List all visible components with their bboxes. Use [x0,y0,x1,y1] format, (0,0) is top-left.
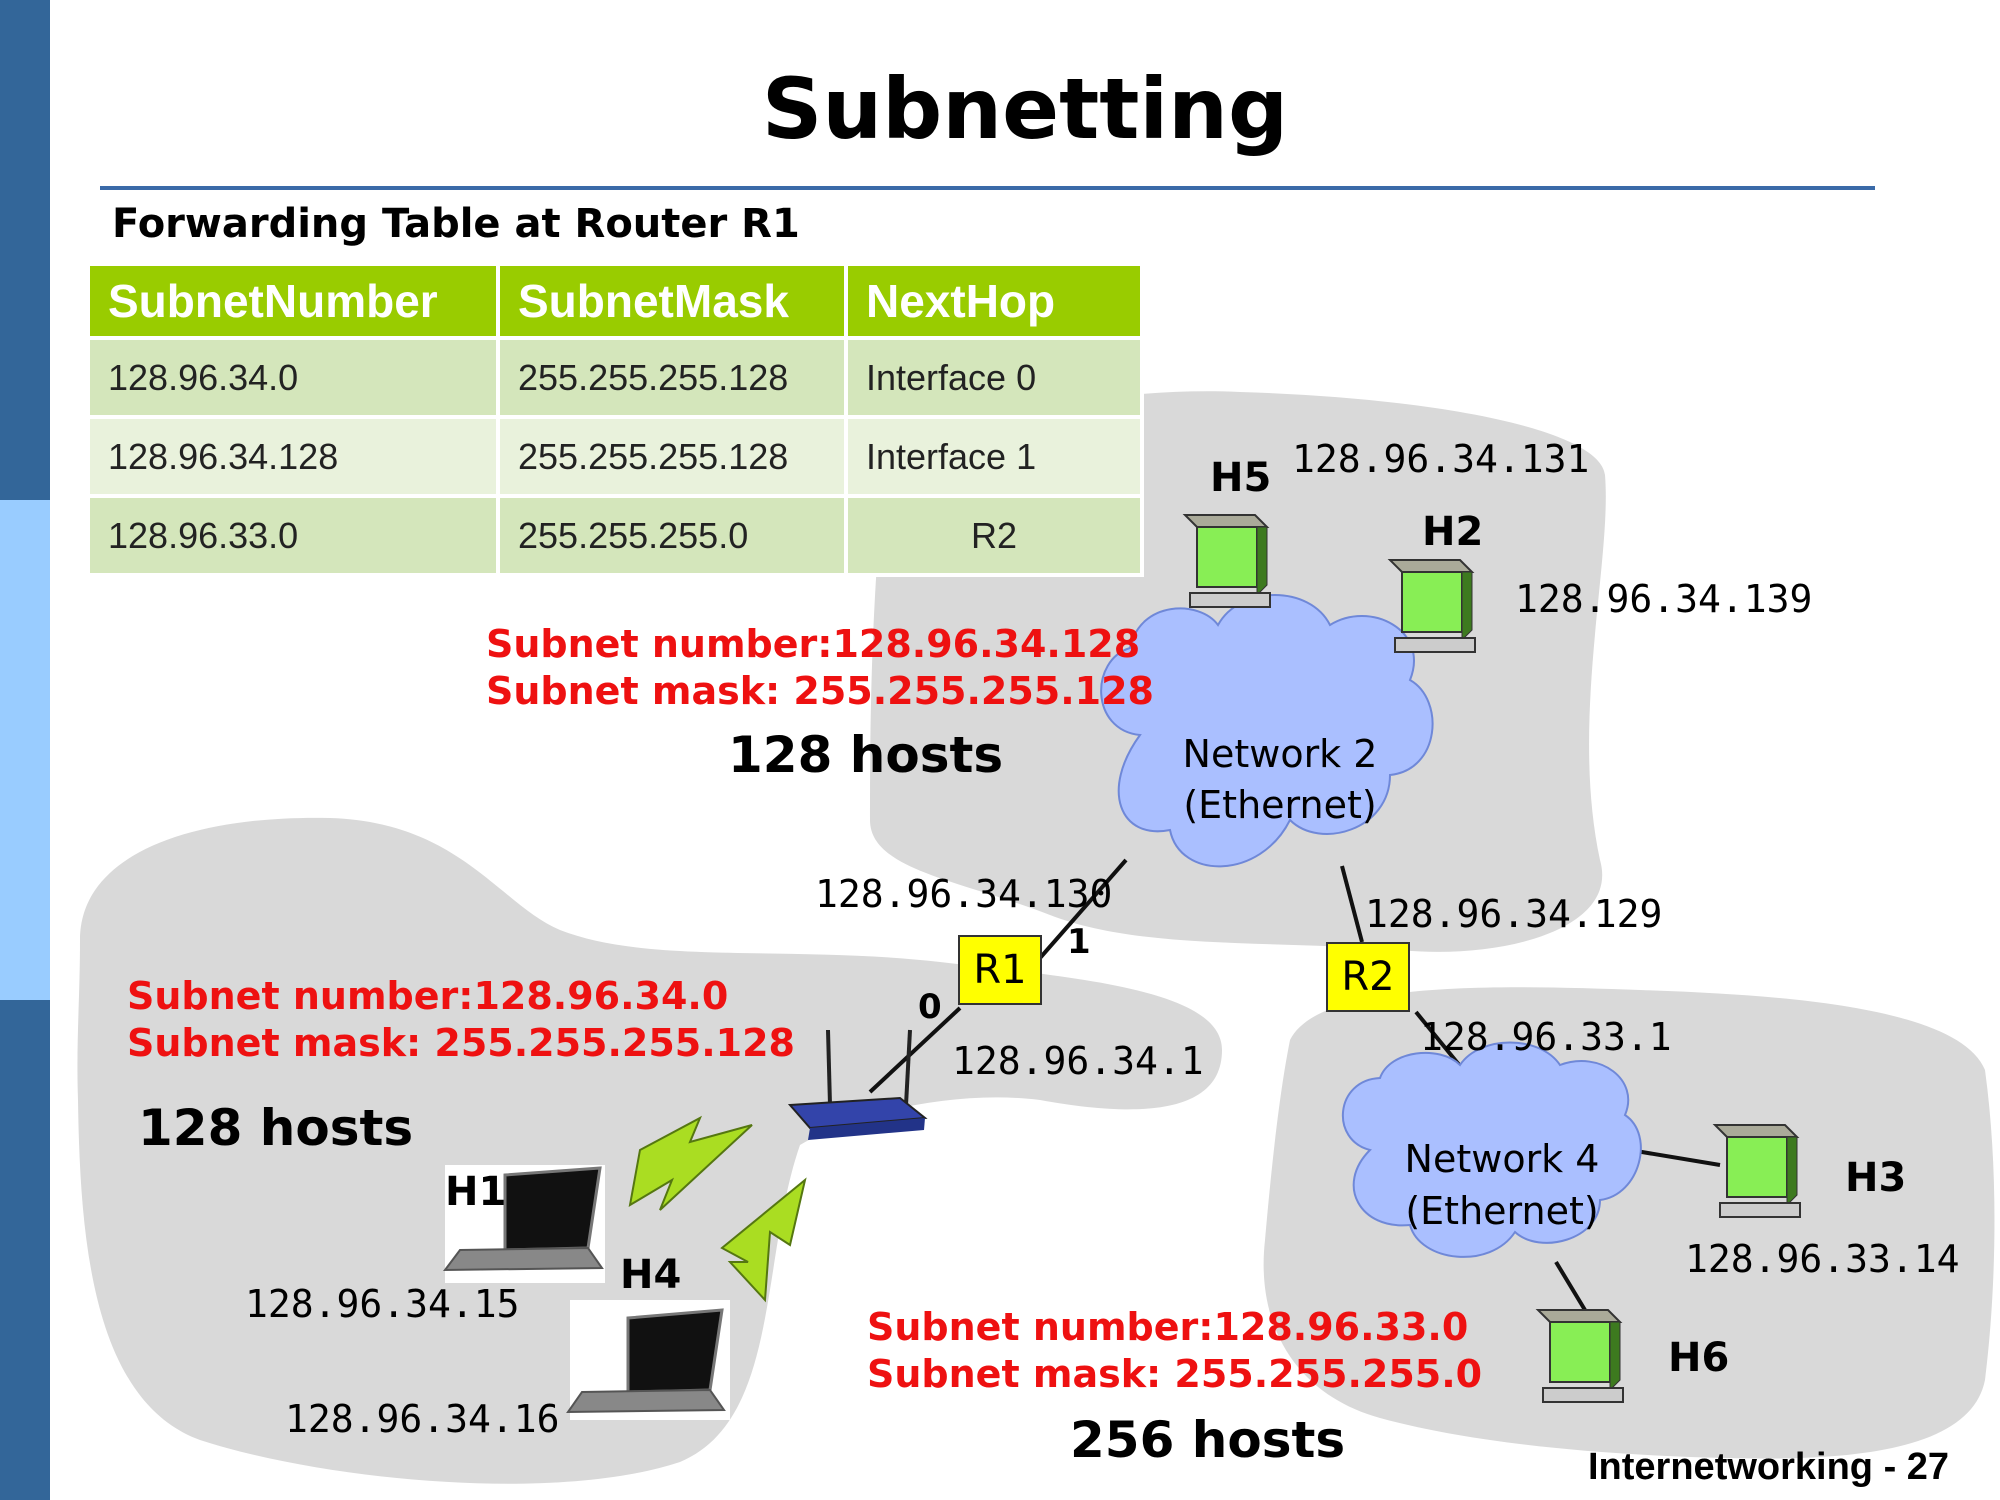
net2-subnet-mask: Subnet mask: 255.255.255.128 [486,669,1154,713]
network-4-cloud [1341,1041,1642,1258]
router-r1: R1 [958,935,1042,1005]
table-cell: 255.255.255.128 [496,336,848,419]
table-cell: 128.96.34.128 [86,415,500,498]
h6-desktop-computer-icon [1535,1309,1624,1403]
table-cell: 255.255.255.128 [496,415,848,498]
table-row: 128.96.33.0 255.255.255.0 R2 [86,494,1144,577]
h5-desktop-computer-icon [1182,514,1271,608]
h2-desktop-computer-icon [1387,559,1476,653]
net4-label-line1: Network 4 [1404,1137,1600,1181]
forwarding-table: SubnetNumber SubnetMask NextHop 128.96.3… [86,262,1144,577]
column-header: NextHop [844,262,1144,340]
h5-ip: 128.96.34.131 [1292,437,1590,481]
net4-label-line2: (Ethernet) [1405,1189,1599,1233]
net2-label-line2: (Ethernet) [1183,783,1377,827]
column-header: SubnetMask [496,262,848,340]
sidebar [0,0,50,1500]
r1-port-0: 0 [918,987,942,1027]
h1-ip: 128.96.34.15 [245,1282,520,1326]
h2-name: H2 [1422,509,1484,555]
column-header: SubnetNumber [86,262,500,340]
net1-host-count: 128 hosts [138,1099,414,1157]
link-r1-net2 [1038,858,1128,960]
wireless-router-icon [787,1029,928,1140]
title-underline [100,186,1875,190]
net4-subnet-mask: Subnet mask: 255.255.255.0 [867,1352,1483,1396]
lightning-bolt-icon [628,1115,753,1211]
lightning-bolt-icon [720,1177,807,1303]
table-cell: Interface 0 [844,336,1144,419]
h5-name: H5 [1210,455,1272,501]
h4-laptop-icon [566,1300,730,1420]
sidebar-band-bottom [0,1000,50,1500]
net4-subnet-number: Subnet number:128.96.33.0 [867,1305,1469,1349]
net4-host-count: 256 hosts [1070,1411,1346,1469]
table-cell: R2 [844,494,1144,577]
h3-ip: 128.96.33.14 [1685,1237,1960,1281]
h2-ip: 128.96.34.139 [1515,577,1813,621]
h4-ip: 128.96.34.16 [285,1397,560,1441]
net2-label-line1: Network 2 [1182,732,1378,776]
r1-interface0-ip: 128.96.34.1 [952,1039,1204,1083]
table-cell: 128.96.33.0 [86,494,500,577]
table-header-row: SubnetNumber SubnetMask NextHop [86,262,1144,340]
net1-subnet-number: Subnet number:128.96.34.0 [127,974,729,1018]
network-2-cloud [1100,594,1434,868]
table-cell: 255.255.255.0 [496,494,848,577]
net2-subnet-number: Subnet number:128.96.34.128 [486,622,1141,666]
table-cell: 128.96.34.0 [86,336,500,419]
sidebar-band-top [0,0,50,500]
h4-name: H4 [620,1252,682,1298]
h1-laptop-icon [442,1165,605,1283]
net1-subnet-mask: Subnet mask: 255.255.255.128 [127,1021,795,1065]
r1-port-1: 1 [1067,922,1091,962]
sidebar-band-middle [0,500,50,1000]
router-r2: R2 [1326,942,1410,1012]
h3-name: H3 [1845,1155,1907,1201]
link-h6 [1554,1260,1590,1317]
r1-interface1-ip: 128.96.34.130 [815,872,1113,916]
h3-desktop-computer-icon [1712,1124,1801,1218]
h6-name: H6 [1668,1335,1730,1381]
h1-name: H1 [445,1169,507,1215]
link-r1-ap [868,1006,962,1094]
link-h3 [1629,1148,1721,1167]
table-row: 128.96.34.0 255.255.255.128 Interface 0 [86,336,1144,419]
slide-footer: Internetworking - 27 [1588,1446,1950,1488]
table-caption: Forwarding Table at Router R1 [112,201,800,247]
table-row: 128.96.34.128 255.255.255.128 Interface … [86,415,1144,498]
page-title: Subnetting [761,60,1289,158]
table-cell: Interface 1 [844,415,1144,498]
r2-net4-ip: 128.96.33.1 [1420,1015,1672,1059]
link-r2-net2 [1340,865,1364,943]
r2-net2-ip: 128.96.34.129 [1365,892,1663,936]
net2-host-count: 128 hosts [728,726,1004,784]
